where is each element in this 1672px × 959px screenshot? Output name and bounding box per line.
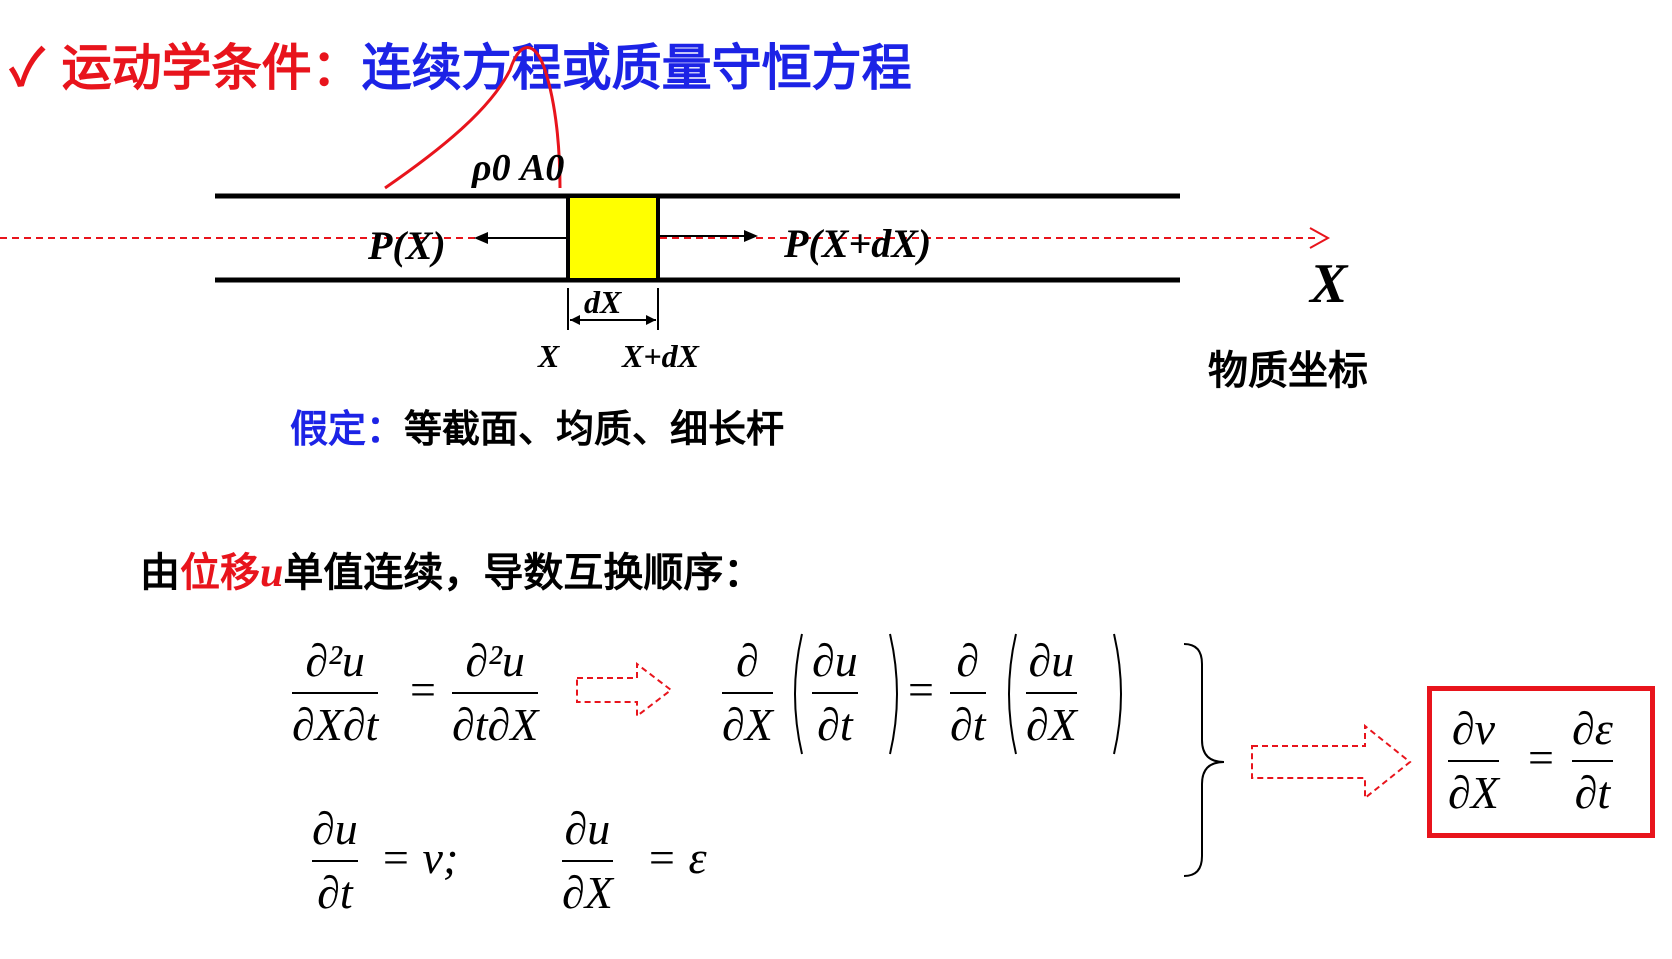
- condition-var: u: [260, 550, 284, 596]
- eq2-d-numerator: ∂: [736, 635, 759, 686]
- condition-highlight: 位移: [180, 549, 260, 596]
- eq2-d-dt: ∂ ∂t: [950, 632, 986, 754]
- result-rhs-numerator: ∂ε: [1572, 703, 1613, 754]
- left-position-label: X: [538, 338, 560, 374]
- def-e-rhs: = ε: [646, 832, 707, 883]
- axis-caption: 物质坐标: [1208, 347, 1368, 394]
- eq2-d-dX: ∂ ∂X: [722, 632, 773, 754]
- eq2-parens-1: [794, 633, 898, 755]
- slide-title: ✓ 运动学条件：连续方程或质量守恒方程: [10, 28, 912, 100]
- def-e-numerator: ∂u: [564, 803, 611, 854]
- result-lhs-numerator: ∂v: [1451, 703, 1495, 754]
- condition-line: 由位移u单值连续，导数互换顺序：: [140, 540, 763, 598]
- eq2-equals: =: [908, 664, 934, 715]
- eq1-rhs-fraction: ∂²u ∂t∂X: [452, 632, 539, 754]
- right-position-label: X+dX: [622, 338, 699, 374]
- axis-arrowhead: [1309, 227, 1331, 249]
- def-v-rhs: = v;: [380, 832, 459, 883]
- fraction-bar: [950, 692, 986, 694]
- element-box: [566, 194, 660, 282]
- condition-suffix: 单值连续，导数互换顺序：: [283, 549, 764, 596]
- result-lhs-fraction: ∂v ∂X: [1448, 700, 1499, 822]
- dim-arrow-right: [646, 315, 656, 325]
- dim-arrow-left: [570, 315, 580, 325]
- assumption-line: 假定：等截面、均质、细长杆: [290, 398, 784, 453]
- rho-area-label: ρ0 A0: [472, 147, 565, 189]
- eq1-rhs-denominator: ∂t∂X: [452, 699, 539, 750]
- fraction-bar: [292, 692, 379, 694]
- right-force-label: P(X+dX): [784, 221, 932, 266]
- def-e-fraction: ∂u ∂X: [562, 800, 613, 922]
- def-e-denominator: ∂X: [562, 867, 613, 918]
- fraction-bar: [562, 860, 613, 862]
- eq2-d2-numerator: ∂: [956, 635, 980, 686]
- result-lhs-denominator: ∂X: [1448, 767, 1499, 818]
- width-label: dX: [584, 284, 622, 320]
- eq2-d-denominator: ∂X: [722, 699, 773, 750]
- title-topic: 连续方程或质量守恒方程: [361, 38, 912, 97]
- eq2-du-dt: ∂u ∂t: [812, 632, 858, 754]
- eq2-d2-denominator: ∂t: [950, 699, 986, 750]
- eq1-rhs-numerator: ∂²u: [465, 635, 525, 686]
- fraction-bar: [812, 692, 858, 694]
- assumption-label: 假定：: [290, 406, 405, 451]
- right-force-arrowhead: [744, 230, 758, 242]
- eq2-dt-denominator: ∂t: [817, 699, 853, 750]
- result-box: [1427, 686, 1655, 838]
- def-v-fraction: ∂u ∂t: [312, 800, 358, 922]
- fraction-bar: [722, 692, 773, 694]
- left-force-label: P(X): [368, 223, 446, 268]
- implies-arrow-1: [576, 661, 673, 719]
- eq1-lhs-fraction: ∂²u ∂X∂t: [292, 632, 379, 754]
- eq2-du-numerator: ∂u: [812, 635, 858, 686]
- assumption-text: 等截面、均质、细长杆: [404, 406, 785, 451]
- check-icon: ✓: [10, 38, 45, 97]
- fraction-bar: [1572, 760, 1613, 762]
- left-force-arrowhead: [474, 232, 488, 244]
- eq2-du-dX: ∂u ∂X: [1026, 632, 1077, 754]
- eq1-lhs-numerator: ∂²u: [305, 635, 365, 686]
- fraction-bar: [1448, 760, 1499, 762]
- annotation-stroke: [384, 46, 562, 190]
- right-brace: [1183, 643, 1225, 877]
- eq2-parens-2: [1008, 633, 1122, 755]
- eq2-dX2-denominator: ∂X: [1026, 699, 1077, 750]
- fraction-bar: [1026, 692, 1077, 694]
- result-rhs-denominator: ∂t: [1574, 767, 1611, 818]
- axis-label: X: [1310, 253, 1348, 315]
- condition-prefix: 由: [140, 549, 180, 596]
- result-rhs-fraction: ∂ε ∂t: [1572, 700, 1613, 822]
- result-equals: =: [1528, 732, 1554, 783]
- eq1-equals: =: [410, 664, 436, 715]
- def-v-denominator: ∂t: [317, 867, 353, 918]
- title-label: 运动学条件：: [61, 38, 362, 97]
- def-v-numerator: ∂u: [312, 803, 358, 854]
- fraction-bar: [312, 860, 358, 862]
- eq2-du2-numerator: ∂u: [1028, 635, 1075, 686]
- eq1-lhs-denominator: ∂X∂t: [292, 699, 379, 750]
- implies-arrow-2: [1251, 723, 1412, 801]
- fraction-bar: [452, 692, 539, 694]
